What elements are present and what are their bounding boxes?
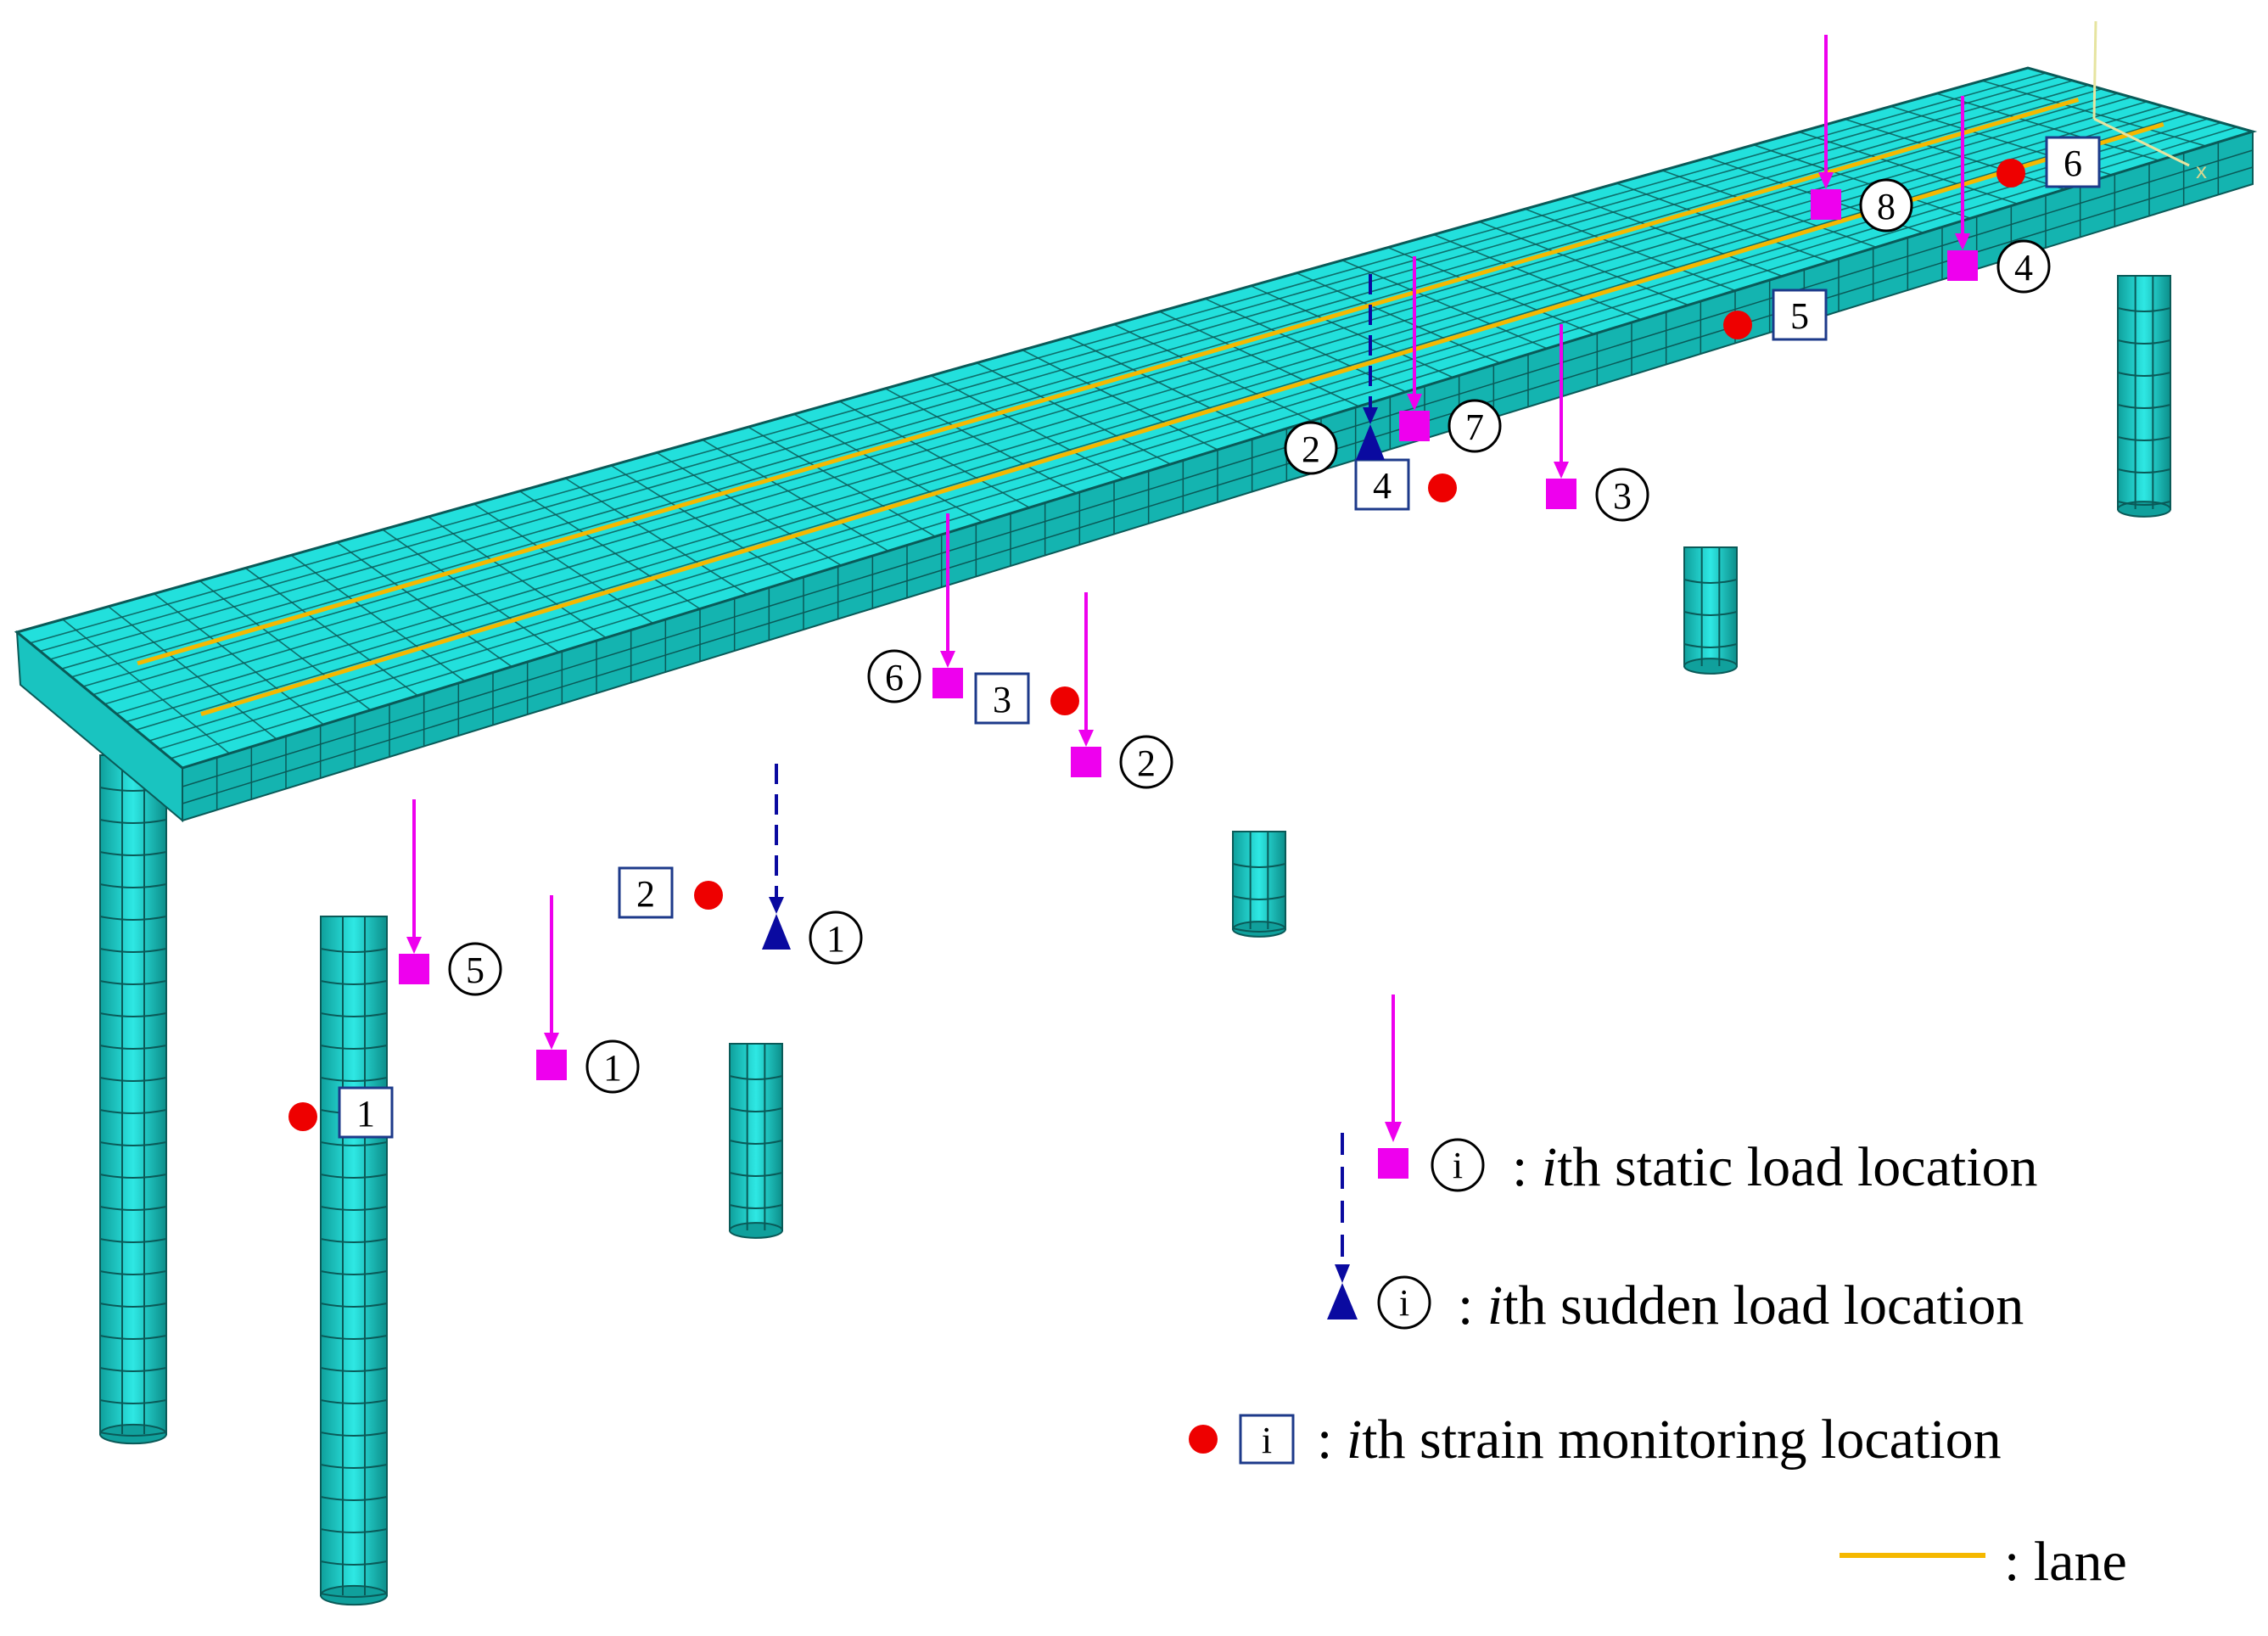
- strain-number: 5: [1790, 295, 1809, 337]
- static-load-6: 6: [867, 513, 963, 703]
- pier-front-mid-2: [1232, 831, 1286, 938]
- legend-static-label: : ith static load location: [1512, 1136, 2038, 1198]
- strain-point-2: 2: [618, 866, 723, 919]
- strain-number: 3: [993, 679, 1011, 720]
- static-load-number: 4: [2014, 247, 2033, 289]
- pier-front-left-2: [320, 916, 388, 1606]
- axis-x-label: x: [2196, 158, 2207, 183]
- legend-lane-label: : lane: [2004, 1531, 2127, 1593]
- legend: i : ith static load location i : ith sud…: [1189, 994, 2127, 1593]
- strain-marker: [288, 1102, 317, 1131]
- bridge-piers: [99, 275, 2171, 1606]
- static-load-marker: [1399, 411, 1430, 441]
- pier-front-mid-3: [1683, 546, 1738, 675]
- sudden-load-points: 12: [762, 274, 1385, 965]
- static-load-square-icon: [1378, 1148, 1408, 1179]
- strain-point-3: 3: [974, 672, 1079, 725]
- static-load-7: 7: [1399, 256, 1502, 453]
- sudden-load-2: 2: [1284, 274, 1385, 475]
- legend-static-symbol: i: [1453, 1145, 1463, 1186]
- static-load-number: 5: [466, 950, 484, 991]
- sudden-load-marker: [1356, 424, 1385, 460]
- pier-front-left: [99, 754, 167, 1445]
- strain-number: 2: [636, 873, 655, 915]
- strain-marker: [1428, 473, 1457, 502]
- legend-sudden-label: : ith sudden load location: [1458, 1275, 2024, 1336]
- static-load-number: 8: [1877, 186, 1896, 227]
- legend-strain-monitoring: i : ith strain monitoring location: [1189, 1409, 2002, 1471]
- lane-lines: [137, 98, 2164, 716]
- legend-sudden-symbol: i: [1399, 1282, 1409, 1324]
- sudden-load-marker: [762, 914, 791, 950]
- legend-sudden-load: i : ith sudden load location: [1327, 1133, 2024, 1336]
- strain-point-1: 1: [288, 1086, 394, 1139]
- strain-number: 1: [356, 1093, 375, 1135]
- static-load-3: 3: [1546, 324, 1649, 522]
- static-load-2: 2: [1071, 592, 1173, 789]
- strain-dot-icon: [1189, 1425, 1218, 1454]
- static-load-number: 7: [1465, 406, 1484, 448]
- static-load-marker: [1546, 479, 1576, 509]
- legend-strain-label: : ith strain monitoring location: [1317, 1409, 2002, 1471]
- static-load-number: 3: [1613, 475, 1632, 517]
- bridge-deck: [14, 66, 2258, 823]
- strain-marker: [1723, 311, 1752, 339]
- deck-top-surface: [14, 66, 2258, 770]
- strain-number: 4: [1373, 465, 1392, 507]
- sudden-load-triangle-icon: [1327, 1283, 1358, 1319]
- sudden-load-number: 1: [826, 918, 845, 960]
- legend-strain-symbol: i: [1262, 1420, 1272, 1461]
- static-load-number: 2: [1137, 742, 1156, 784]
- static-load-number: 1: [603, 1047, 622, 1089]
- static-load-marker: [536, 1050, 567, 1080]
- strain-point-5: 5: [1723, 289, 1828, 341]
- sudden-load-number: 2: [1302, 429, 1320, 470]
- strain-number: 6: [2064, 143, 2082, 184]
- legend-static-load: i : ith static load location: [1378, 994, 2038, 1198]
- static-load-marker: [1947, 250, 1978, 281]
- sudden-load-1: 1: [762, 764, 863, 965]
- static-load-marker: [1071, 747, 1101, 777]
- strain-marker: [1050, 686, 1079, 715]
- legend-lane: : lane: [1840, 1531, 2127, 1593]
- pier-front-mid-1: [729, 1043, 783, 1239]
- axis-triad: x: [2092, 20, 2207, 183]
- strain-point-6: 6: [1996, 136, 2101, 188]
- static-load-number: 6: [885, 657, 904, 698]
- static-load-marker: [399, 954, 429, 984]
- static-load-marker: [1811, 189, 1841, 220]
- lane-line-2: [200, 122, 2164, 716]
- static-load-4: 4: [1947, 96, 2051, 294]
- strain-marker: [1996, 159, 2025, 188]
- static-load-marker: [932, 668, 963, 698]
- strain-point-4: 4: [1354, 458, 1457, 511]
- pier-front-right: [2117, 275, 2171, 518]
- static-load-1: 1: [536, 895, 640, 1094]
- static-load-8: 8: [1811, 35, 1913, 233]
- static-load-5: 5: [399, 799, 502, 996]
- lane-line-1: [137, 98, 2080, 666]
- strain-marker: [694, 881, 723, 910]
